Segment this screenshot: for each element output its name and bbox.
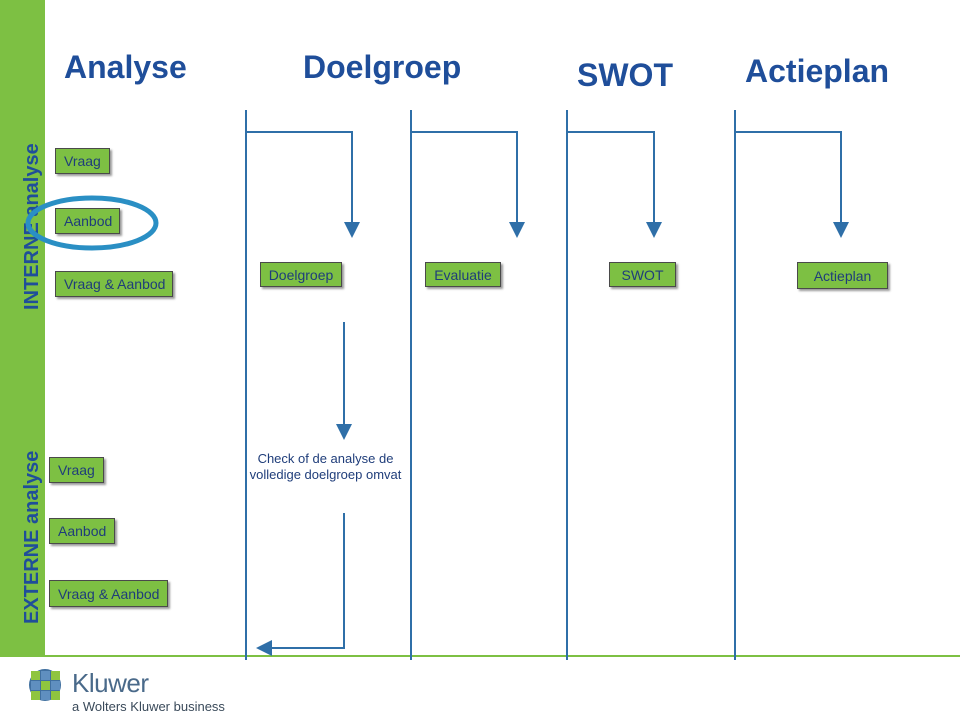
arrow-back bbox=[256, 513, 345, 656]
header-analyse: Analyse bbox=[64, 49, 187, 85]
externe-box-vraag: Vraag bbox=[49, 457, 104, 483]
arrow-to-doelgroep bbox=[246, 131, 360, 238]
interne-box-aanbod: Aanbod bbox=[55, 208, 120, 234]
header-doelgroep: Doelgroep bbox=[303, 49, 462, 85]
logo-name: Kluwer bbox=[72, 668, 149, 698]
externe-box-vraag-aanbod: Vraag & Aanbod bbox=[49, 580, 168, 607]
arrow-to-swot bbox=[567, 131, 662, 238]
externe-box-aanbod: Aanbod bbox=[49, 518, 115, 544]
arrow-to-actieplan bbox=[735, 131, 849, 238]
kluwer-logo: Kluwer a Wolters Kluwer business bbox=[28, 664, 228, 714]
interne-box-vraag: Vraag bbox=[55, 148, 110, 174]
flow-box-evaluatie: Evaluatie bbox=[425, 262, 501, 287]
check-note: Check of de analyse de volledige doelgro… bbox=[249, 451, 402, 482]
side-bar bbox=[0, 0, 45, 655]
footer-divider bbox=[0, 655, 960, 657]
kluwer-globe-icon bbox=[29, 669, 61, 701]
header-actieplan: Actieplan bbox=[745, 53, 890, 89]
highlight-circle bbox=[25, 195, 159, 251]
flow-box-actieplan: Actieplan bbox=[797, 262, 888, 289]
header-swot: SWOT bbox=[577, 57, 673, 93]
flow-box-swot: SWOT bbox=[609, 262, 676, 287]
interne-box-vraag-aanbod: Vraag & Aanbod bbox=[55, 271, 173, 297]
flow-box-doelgroep: Doelgroep bbox=[260, 262, 342, 287]
logo-tagline: a Wolters Kluwer business bbox=[72, 699, 225, 714]
arrow-to-evaluatie bbox=[411, 131, 525, 238]
